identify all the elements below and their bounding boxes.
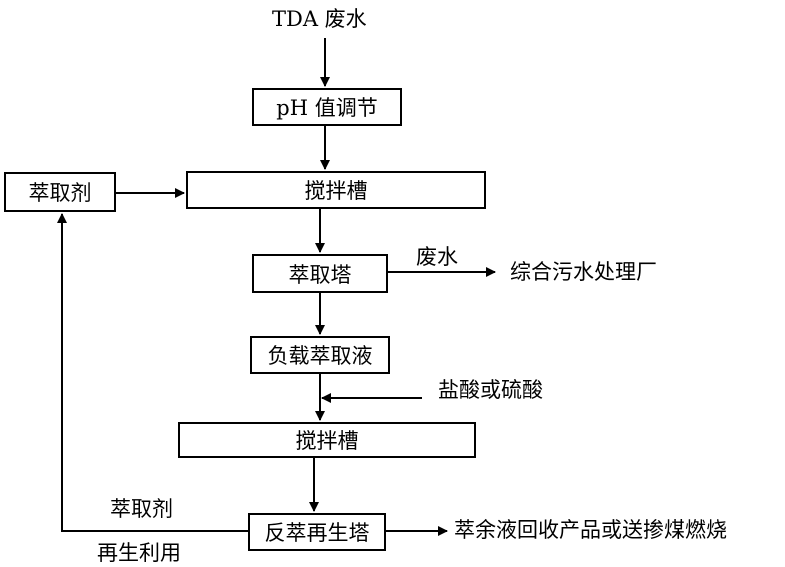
input-label: TDA 废水 bbox=[272, 7, 367, 31]
extractant-box: 萃取剂 bbox=[4, 172, 116, 212]
recycle-label-top: 萃取剂 bbox=[110, 497, 173, 521]
mix-tank-2-box: 搅拌槽 bbox=[178, 422, 476, 458]
extraction-tower-box: 萃取塔 bbox=[252, 254, 388, 293]
arrow-recycle-loop bbox=[57, 213, 248, 532]
recycle-label-bottom: 再生利用 bbox=[97, 541, 181, 565]
stripping-tower-box: 反萃再生塔 bbox=[248, 513, 386, 551]
ph-adjust-box: pH 值调节 bbox=[252, 88, 402, 126]
treatment-plant-label: 综合污水处理厂 bbox=[510, 260, 657, 284]
mix-tank-1-box: 搅拌槽 bbox=[186, 171, 486, 209]
raffinate-output-label: 萃余液回收产品或送掺煤燃烧 bbox=[454, 518, 727, 542]
loaded-extract-box: 负载萃取液 bbox=[250, 336, 390, 374]
waste-water-label: 废水 bbox=[416, 245, 458, 269]
acid-label: 盐酸或硫酸 bbox=[438, 378, 543, 402]
